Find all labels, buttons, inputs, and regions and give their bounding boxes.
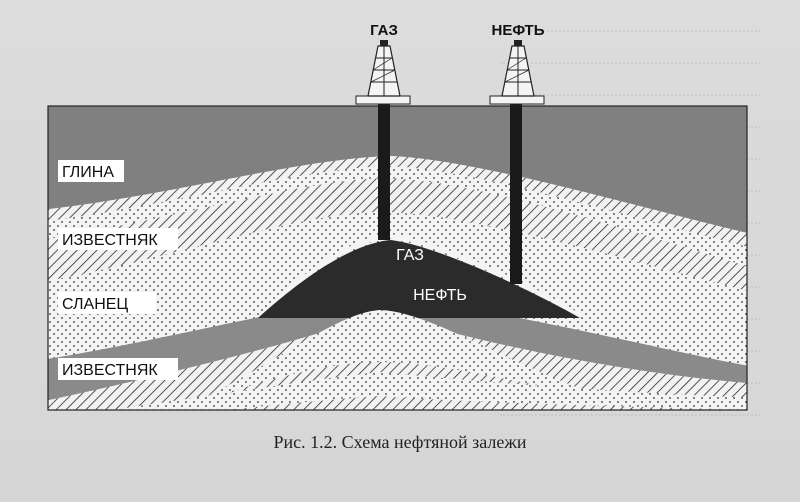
clay-label-bg (58, 160, 124, 182)
shale-mound (200, 310, 600, 400)
upper-limestone-layer (48, 178, 747, 291)
limestone-bottom-label-bg (58, 358, 178, 380)
reservoir-oil-label: НЕФТЬ (413, 287, 467, 304)
gas-well (378, 104, 390, 240)
limestone-top-label: ИЗВЕСТНЯК (62, 232, 158, 249)
bottom-hatch-band (225, 396, 747, 410)
oil-rig-label: НЕФТЬ (491, 22, 544, 39)
strata (48, 106, 747, 410)
limestone-bottom-label: ИЗВЕСТНЯК (62, 362, 158, 379)
top-hatch-band (48, 156, 747, 247)
cap-rock-line (260, 233, 582, 318)
limestone-top-label-bg (58, 228, 178, 250)
reservoir-lens (258, 240, 580, 318)
bottom-sand-band (111, 372, 747, 410)
clay-layer (48, 106, 747, 233)
reservoir-gas-label: ГАЗ (396, 247, 424, 264)
oil-deposit-diagram: ГАЗ НЕФТЬ ГЛИНА ИЗВЕСТНЯК СЛАНЕЦ ИЗВЕСТН… (47, 22, 748, 411)
figure-caption: Рис. 1.2. Схема нефтяной залежи (273, 432, 527, 452)
gas-derrick-icon (355, 40, 411, 105)
gas-rig-label: ГАЗ (370, 22, 398, 39)
diagram-frame (47, 105, 748, 411)
shale-label-bg (58, 292, 156, 314)
lower-clay-band (48, 300, 747, 401)
oil-derrick-icon (489, 40, 545, 105)
shale-label: СЛАНЕЦ (62, 296, 128, 313)
thin-sand-band (48, 166, 747, 267)
oil-well (510, 104, 522, 284)
clay-label: ГЛИНА (62, 164, 114, 181)
